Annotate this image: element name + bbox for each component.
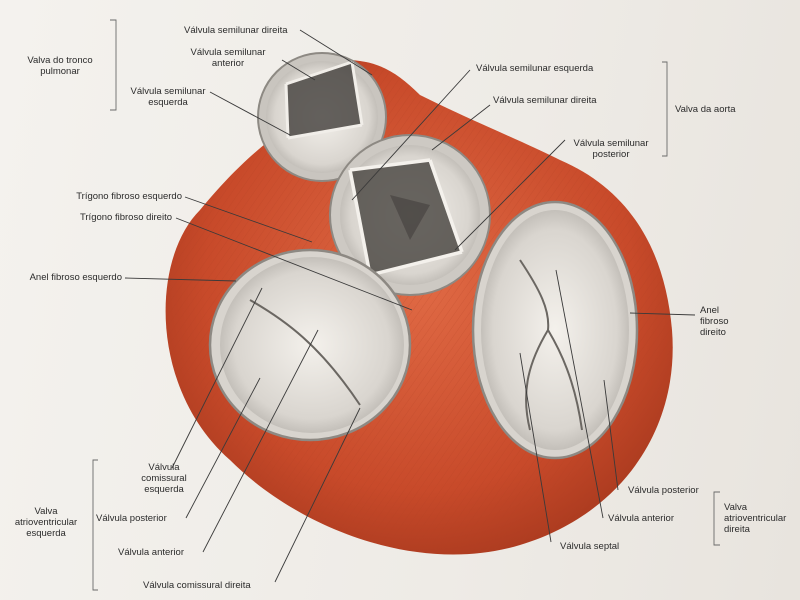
pulmonary-valve (257, 52, 387, 182)
label-valvula-semilunar-direita-aorta: Válvula semilunar direita (493, 95, 597, 106)
aortic-valve (329, 134, 491, 296)
label-anel-fibroso-direito: Anel fibroso direito (700, 305, 729, 338)
label-valvula-semilunar-esquerda-aorta: Válvula semilunar esquerda (476, 63, 594, 74)
label-valvula-comissural-direita: Válvula comissural direita (143, 580, 251, 591)
label-valva-atrioventricular-esquerda: Valva atrioventricular esquerda (14, 506, 78, 539)
label-valva-atrioventricular-direita: Valva atrioventricular direita (724, 502, 787, 535)
leader-lines (124, 29, 696, 583)
label-valva-tronco-pulmonar: Valva do tronco pulmonar (27, 55, 93, 77)
label-anel-fibroso-esquerdo: Anel fibroso esquerdo (29, 272, 122, 283)
label-valvula-semilunar-posterior: Válvula semilunar posterior (573, 138, 649, 160)
label-valvula-semilunar-esquerda-pulm: Válvula semilunar esquerda (130, 86, 206, 108)
label-valvula-anterior-right: Válvula anterior (608, 513, 675, 524)
label-valvula-septal: Válvula septal (560, 541, 620, 552)
label-valvula-anterior-left: Válvula anterior (118, 547, 185, 558)
label-valva-aorta: Valva da aorta (675, 104, 736, 115)
label-trigono-fibroso-esquerdo: Trígono fibroso esquerdo (76, 191, 182, 202)
label-valvula-semilunar-direita-pulm: Válvula semilunar direita (184, 25, 288, 36)
label-valvula-posterior-left: Válvula posterior (96, 513, 167, 524)
label-valvula-comissural-esquerda: Válvula comissural esquerda (141, 462, 187, 495)
tricuspid-valve (471, 200, 639, 460)
brackets (92, 19, 720, 591)
label-valvula-semilunar-anterior: Válvula semilunar anterior (190, 47, 266, 69)
label-valvula-posterior-right: Válvula posterior (628, 485, 699, 496)
label-trigono-fibroso-direito: Trígono fibroso direito (79, 212, 172, 223)
